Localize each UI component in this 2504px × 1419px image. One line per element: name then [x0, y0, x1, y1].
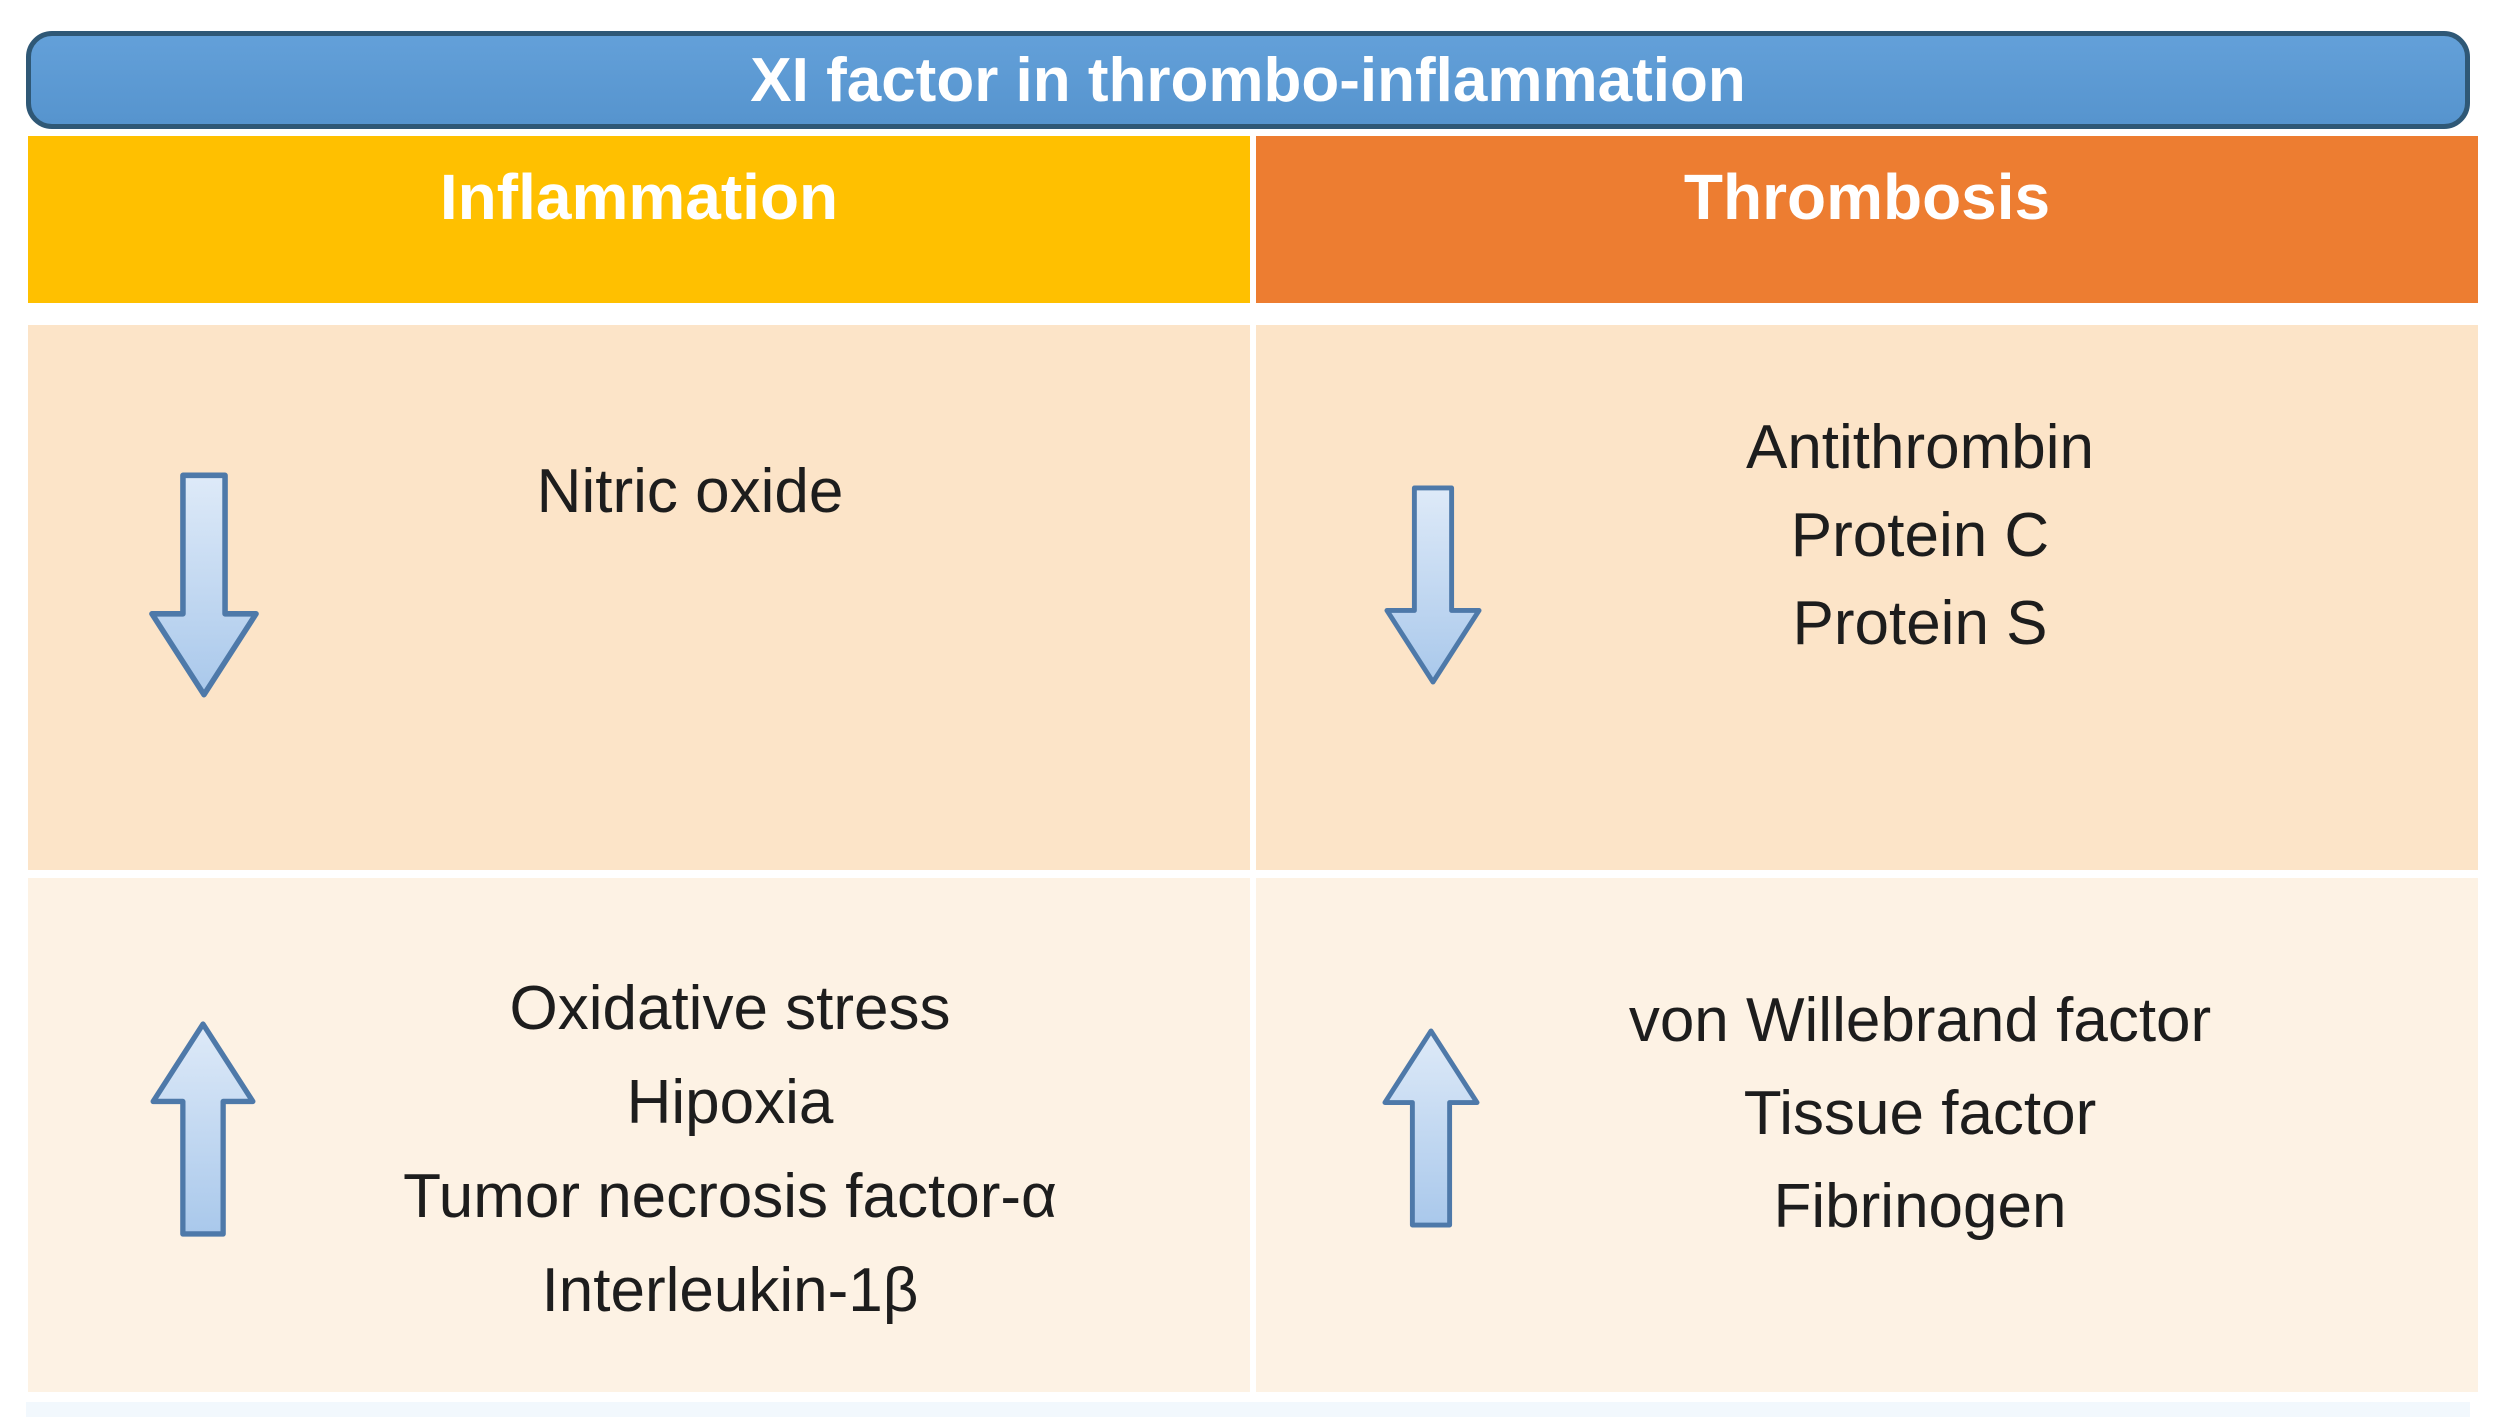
cell-inflammation-decreased — [28, 325, 1250, 870]
column-header-inflammation-label: Inflammation — [439, 161, 839, 233]
list-item: Antithrombin — [1745, 413, 2095, 482]
cell-thrombosis-increased — [1256, 878, 2478, 1392]
column-header-thrombosis-label: Thrombosis — [1683, 161, 2051, 233]
list-item: Fibrinogen — [1773, 1172, 2067, 1241]
figure-bottom-edge — [26, 1402, 2470, 1417]
list-item: Interleukin-1β — [541, 1256, 919, 1325]
down-arrow-icon — [148, 472, 260, 698]
list-item: Tumor necrosis factor-α — [403, 1162, 1057, 1231]
list-item: Nitric oxide — [536, 457, 844, 526]
title-bar: XI factor in thrombo-inflammation — [26, 31, 2470, 129]
up-arrow-icon — [1382, 1024, 1480, 1232]
down-arrow-icon — [1384, 478, 1482, 692]
cell-thrombosis-decreased — [1256, 325, 2478, 870]
thrombosis-decreased-list: Antithrombin Protein C Protein S — [1610, 404, 2230, 668]
column-header-thrombosis: Thrombosis — [1256, 136, 2478, 303]
list-item: Tissue factor — [1743, 1079, 2097, 1148]
list-item: Oxidative stress — [509, 974, 951, 1043]
column-header-inflammation: Inflammation — [28, 136, 1250, 303]
thrombosis-increased-list: von Willebrand factor Tissue factor Fibr… — [1590, 974, 2250, 1253]
inflammation-decreased-list: Nitric oxide — [360, 446, 1020, 538]
list-item: Protein S — [1792, 589, 2048, 658]
cell-inflammation-increased — [28, 878, 1250, 1392]
list-item: von Willebrand factor — [1628, 986, 2212, 1055]
inflammation-increased-list: Oxidative stress Hipoxia Tumor necrosis … — [370, 962, 1090, 1338]
list-item: Hipoxia — [626, 1068, 834, 1137]
list-item: Protein C — [1790, 501, 2050, 570]
up-arrow-icon — [150, 1020, 256, 1238]
figure-title: XI factor in thrombo-inflammation — [750, 45, 1746, 115]
